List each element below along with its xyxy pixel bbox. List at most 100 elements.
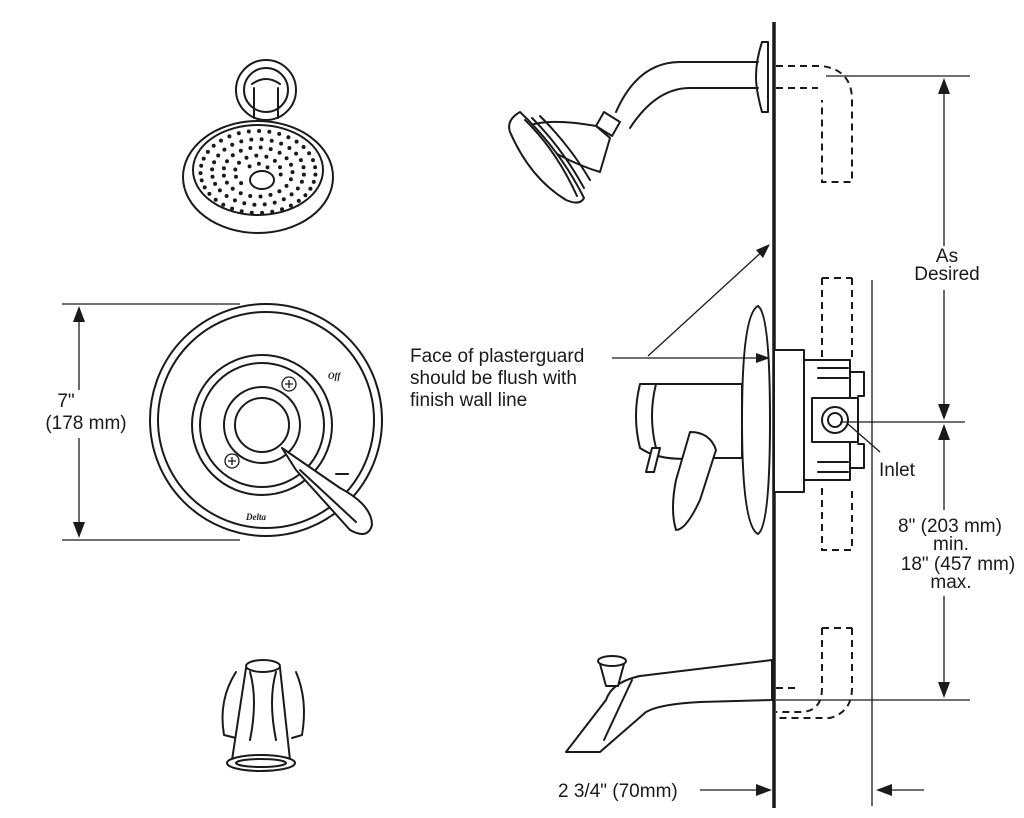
- spray-nozzle: [210, 167, 215, 172]
- spray-nozzle: [272, 158, 277, 163]
- spray-nozzle: [239, 139, 244, 144]
- spray-nozzle: [249, 137, 254, 142]
- inlet-callout: Inlet: [847, 423, 916, 481]
- showerhead-front-view: [182, 59, 334, 234]
- spray-nozzle: [286, 135, 291, 140]
- spray-nozzle: [248, 194, 253, 198]
- spray-nozzle: [222, 147, 227, 152]
- diameter-label-inches: 7": [57, 391, 74, 412]
- spray-nozzle: [248, 146, 253, 150]
- spray-nozzle: [288, 177, 293, 182]
- spray-nozzle: [230, 186, 235, 191]
- spout-depth-label: 2 3/4" (70mm): [558, 781, 678, 802]
- spray-nozzle: [281, 197, 286, 202]
- height-label-min: 8" (203 mm): [898, 516, 1002, 537]
- spray-nozzle: [311, 158, 315, 163]
- spray-nozzle: [256, 161, 261, 166]
- as-desired-label-1: As: [936, 246, 958, 267]
- height-dimensions: As Desired 8" (203 mm) min. 18" (457 mm)…: [776, 75, 1015, 701]
- spray-nozzle: [279, 141, 284, 146]
- spray-nozzle: [242, 201, 247, 206]
- spray-nozzle: [219, 138, 223, 143]
- spray-nozzle: [296, 198, 301, 203]
- spray-nozzle: [278, 165, 282, 170]
- spray-nozzle: [230, 153, 235, 158]
- spray-nozzle: [232, 198, 237, 203]
- spray-nozzle: [202, 185, 207, 190]
- spray-nozzle: [254, 153, 259, 158]
- spray-nozzle: [238, 148, 243, 153]
- valve-trim-front-view: Off Delta: [149, 303, 383, 537]
- spray-nozzle: [301, 165, 306, 170]
- spray-nozzle: [230, 206, 235, 211]
- spray-nozzle: [313, 172, 318, 177]
- spray-nozzle: [216, 153, 221, 158]
- spray-nozzle: [295, 186, 300, 191]
- as-desired-label-2: Desired: [914, 264, 979, 285]
- spray-nozzle: [268, 192, 273, 197]
- spray-nozzle: [199, 178, 204, 183]
- spray-nozzle: [211, 143, 216, 148]
- plasterguard-label-1: Face of plasterguard: [410, 346, 584, 367]
- spray-nozzle: [277, 189, 282, 194]
- spray-nozzle: [280, 207, 284, 212]
- spray-nozzle: [227, 134, 232, 139]
- spray-nozzle: [268, 147, 273, 152]
- diameter-dimension: 7" (178 mm): [45, 303, 240, 541]
- inlet-label: Inlet: [879, 460, 916, 481]
- spray-nozzle: [237, 160, 241, 165]
- spray-nozzle: [224, 180, 229, 185]
- spray-nozzle: [198, 171, 203, 176]
- spray-nozzle: [294, 151, 299, 156]
- spray-nozzle: [278, 172, 283, 177]
- spray-nozzle: [221, 173, 226, 178]
- spray-nozzle: [299, 179, 304, 184]
- spray-nozzle: [307, 151, 312, 156]
- spray-nozzle: [238, 191, 243, 196]
- spray-nozzle: [289, 162, 293, 167]
- spray-nozzle: [303, 193, 308, 198]
- tub-spout-side-view: [565, 627, 853, 753]
- spray-nozzle: [267, 129, 272, 134]
- height-label-min-word: min.: [933, 534, 969, 555]
- spray-nozzle: [236, 131, 241, 136]
- brand-marking: Delta: [245, 512, 266, 522]
- spray-nozzle: [308, 186, 313, 191]
- spray-nozzle: [258, 145, 263, 150]
- spray-nozzle: [221, 166, 226, 171]
- spray-nozzle: [252, 202, 257, 207]
- spray-nozzle: [258, 194, 263, 199]
- diameter-label-mm: (178 mm): [45, 413, 126, 434]
- spray-nozzle: [210, 174, 215, 179]
- spray-nozzle: [301, 172, 306, 177]
- spray-nozzle: [224, 194, 229, 198]
- spray-nozzle: [277, 131, 282, 136]
- spray-nozzle: [277, 150, 282, 155]
- spray-nozzle: [262, 202, 267, 207]
- spray-nozzle: [294, 139, 299, 144]
- plasterguard-callout: Face of plasterguard should be flush wit…: [410, 244, 770, 411]
- spray-nozzle: [311, 179, 316, 184]
- spray-nozzle: [247, 164, 252, 169]
- spray-nozzle: [284, 156, 289, 161]
- spray-nozzle: [213, 197, 218, 202]
- spray-nozzle: [270, 209, 275, 214]
- spray-nozzle: [289, 192, 294, 197]
- spray-nozzle: [234, 174, 238, 179]
- plasterguard-label-2: should be flush with: [410, 368, 577, 389]
- spray-nozzle: [269, 138, 274, 143]
- spray-nozzle: [313, 165, 318, 170]
- plasterguard-label-3: finish wall line: [410, 390, 527, 411]
- spray-nozzle: [201, 156, 206, 161]
- spray-nozzle: [290, 170, 295, 175]
- height-label-max-word: max.: [930, 572, 971, 593]
- spray-nozzle: [298, 158, 303, 163]
- height-label-max: 18" (457 mm): [901, 554, 1015, 575]
- spray-nozzle: [230, 142, 235, 147]
- spray-nozzle: [212, 160, 217, 165]
- spray-nozzle: [264, 154, 269, 159]
- spray-nozzle: [288, 203, 293, 208]
- spray-nozzle: [217, 188, 222, 193]
